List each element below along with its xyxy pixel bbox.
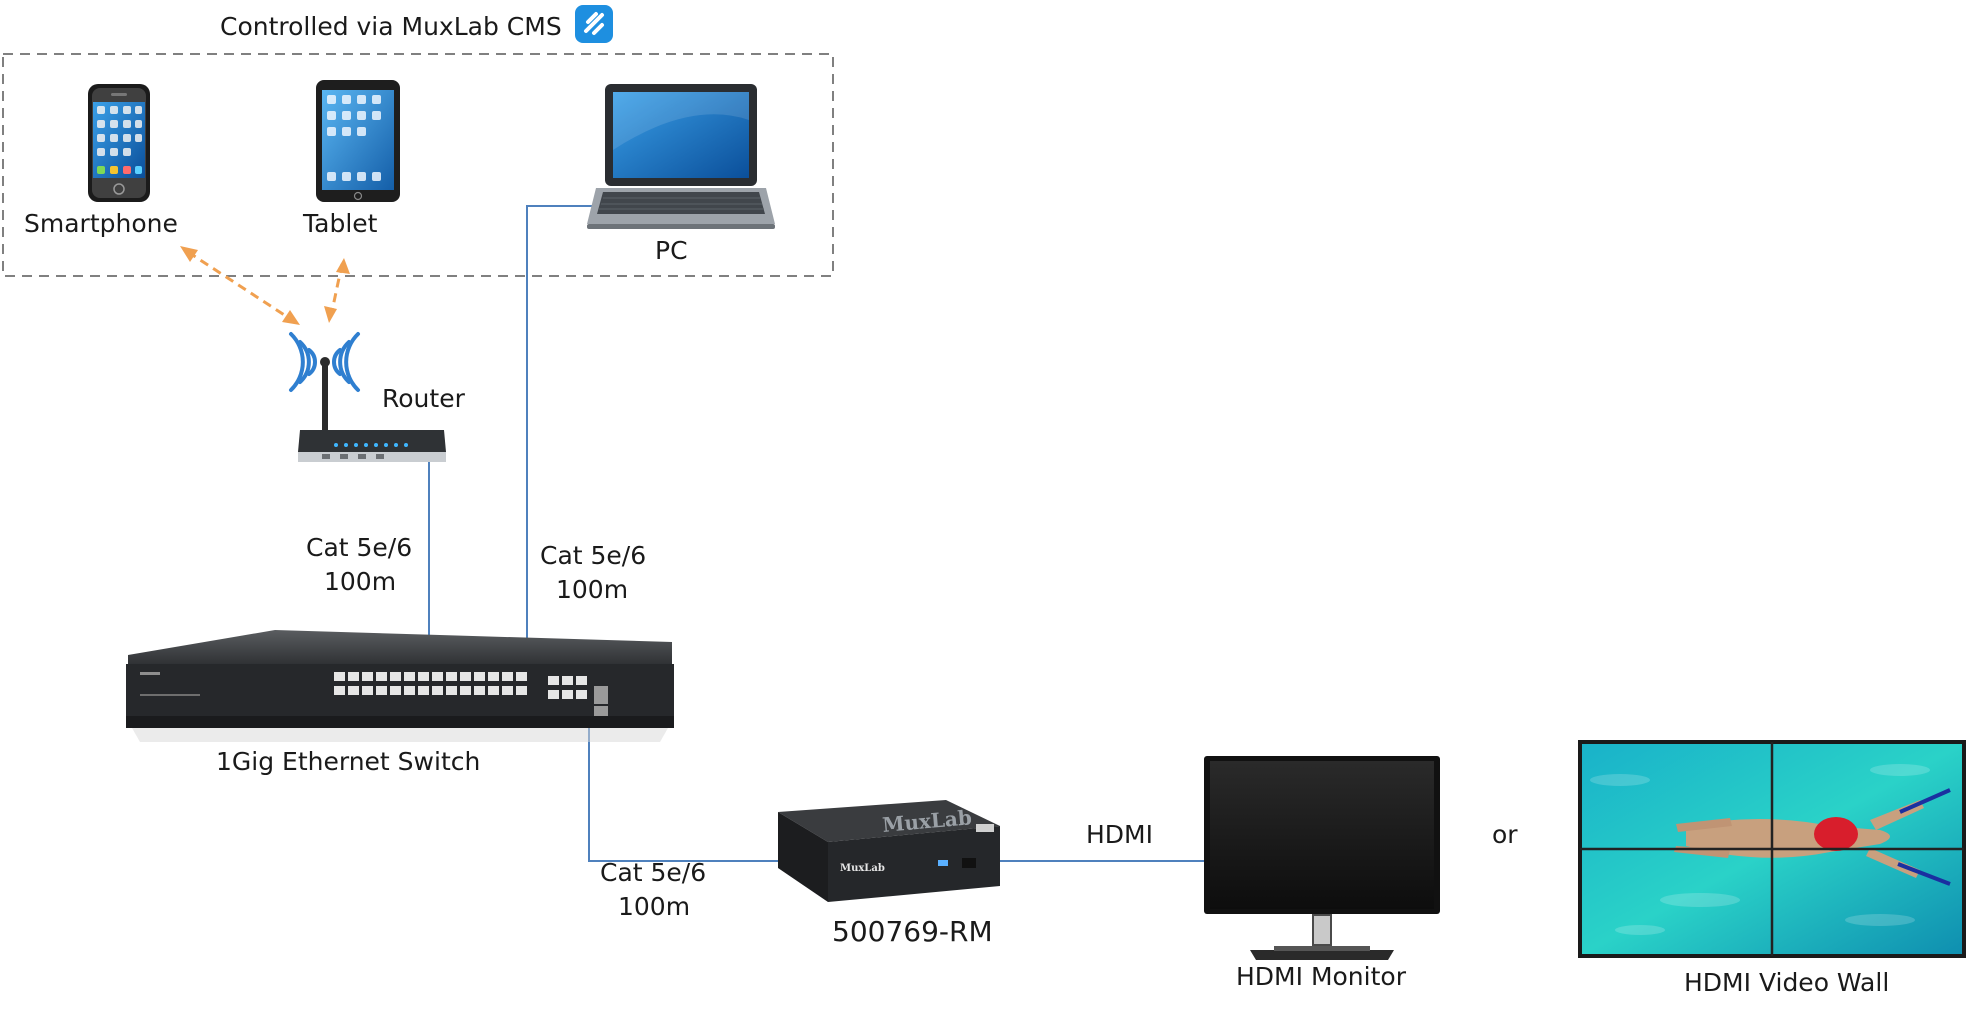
monitor-icon [1204, 756, 1440, 960]
monitor-label: HDMI Monitor [1236, 962, 1406, 991]
tablet-label: Tablet [303, 209, 378, 238]
cable-lines [428, 205, 1214, 862]
ethernet-switch-icon [126, 630, 674, 742]
cable-label-pc-line2: 100m [556, 575, 629, 604]
muxlab-receiver-icon: MuxLab MuxLab [778, 800, 1000, 902]
cable-label-receiver-line2: 100m [618, 892, 691, 921]
tablet-icon [316, 80, 400, 202]
video-wall-icon [1578, 740, 1966, 958]
page-title: Controlled via MuxLab CMS [220, 12, 562, 41]
cable-label-receiver-line1: Cat 5e/6 [600, 858, 707, 887]
wireless-arrowheads [180, 246, 350, 325]
receiver-label: 500769-RM [832, 915, 993, 948]
cable-switch-receiver [588, 724, 794, 862]
hdmi-cable-label: HDMI [1086, 820, 1153, 849]
wifi-router-icon [289, 332, 446, 462]
laptop-icon [587, 84, 775, 229]
cable-pc-switch [526, 205, 598, 684]
cms-control-zone [2, 53, 834, 277]
cable-label-pc-line1: Cat 5e/6 [540, 541, 647, 570]
video-wall-label: HDMI Video Wall [1684, 968, 1890, 997]
router-label: Router [382, 384, 465, 413]
cable-label-router-line1: Cat 5e/6 [306, 533, 413, 562]
receiver-brand-front: MuxLab [840, 863, 885, 874]
smartphone-label: Smartphone [24, 209, 178, 238]
cable-label-router-line2: 100m [324, 567, 397, 596]
smartphone-icon [88, 84, 150, 202]
muxlab-cms-app-icon [575, 5, 613, 43]
wireless-links [187, 250, 344, 322]
pc-label: PC [655, 236, 688, 265]
switch-label: 1Gig Ethernet Switch [216, 747, 481, 776]
or-label: or [1492, 820, 1518, 849]
